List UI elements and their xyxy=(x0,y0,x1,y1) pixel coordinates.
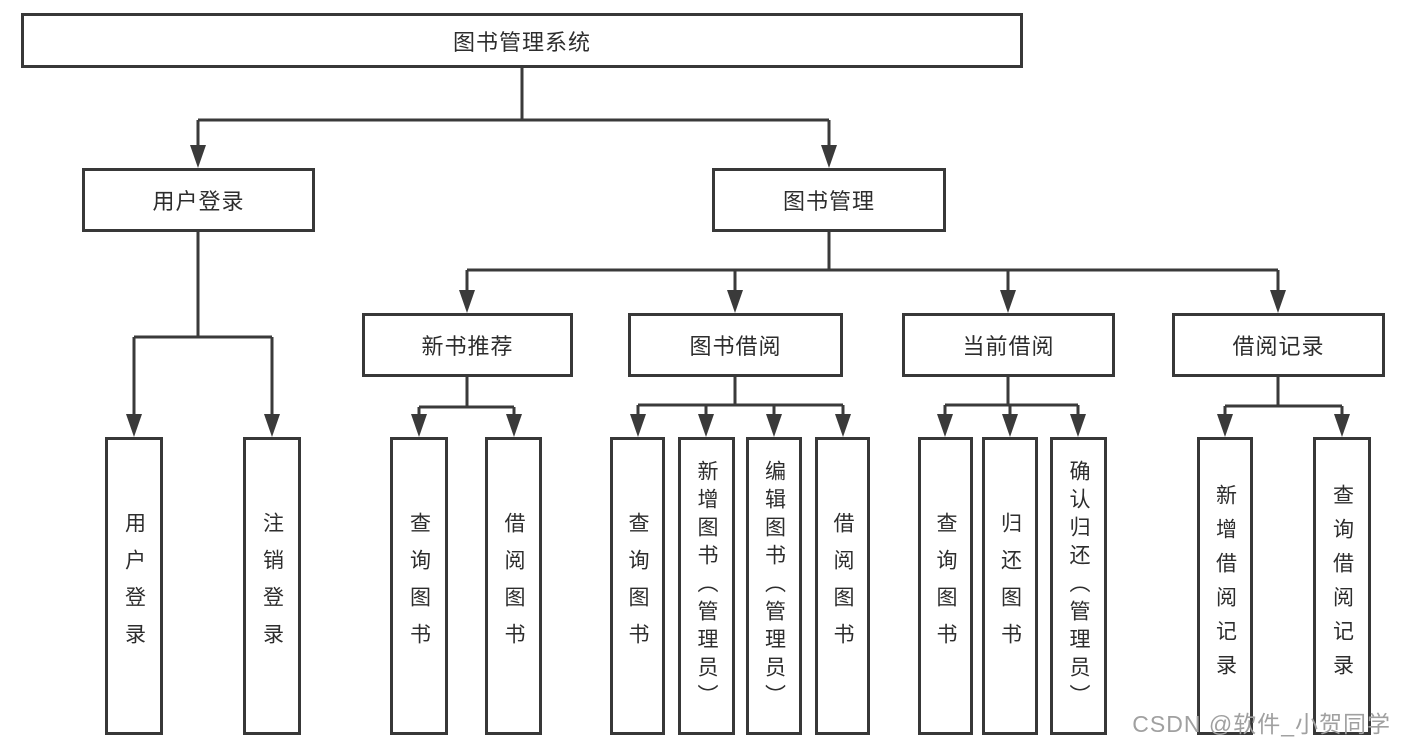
leaf-query-borrow-record: 查询借阅记录 xyxy=(1313,437,1371,735)
leaf-add-borrow-record: 新增借阅记录 xyxy=(1197,437,1253,735)
node-root-library-management-system: 图书管理系统 xyxy=(21,13,1023,68)
leaf-borrow-books-recommend: 借阅图书 xyxy=(485,437,542,735)
leaf-borrow-books: 借阅图书 xyxy=(815,437,870,735)
leaf-add-books-admin: 新增图书（管理员） xyxy=(678,437,735,735)
leaf-logout: 注销登录 xyxy=(243,437,301,735)
node-current-borrow: 当前借阅 xyxy=(902,313,1115,377)
node-book-borrow: 图书借阅 xyxy=(628,313,843,377)
leaf-query-books-current: 查询图书 xyxy=(918,437,973,735)
node-book-management: 图书管理 xyxy=(712,168,946,232)
leaf-confirm-return-admin: 确认归还（管理员） xyxy=(1050,437,1107,735)
leaf-query-books-borrow: 查询图书 xyxy=(610,437,665,735)
node-user-login: 用户登录 xyxy=(82,168,315,232)
node-borrow-records: 借阅记录 xyxy=(1172,313,1385,377)
leaf-edit-books-admin: 编辑图书（管理员） xyxy=(746,437,802,735)
leaf-user-login: 用户登录 xyxy=(105,437,163,735)
csdn-watermark: CSDN @软件_小贺同学 xyxy=(1132,711,1391,737)
leaf-return-books: 归还图书 xyxy=(982,437,1038,735)
node-new-book-recommend: 新书推荐 xyxy=(362,313,573,377)
leaf-query-books-recommend: 查询图书 xyxy=(390,437,448,735)
